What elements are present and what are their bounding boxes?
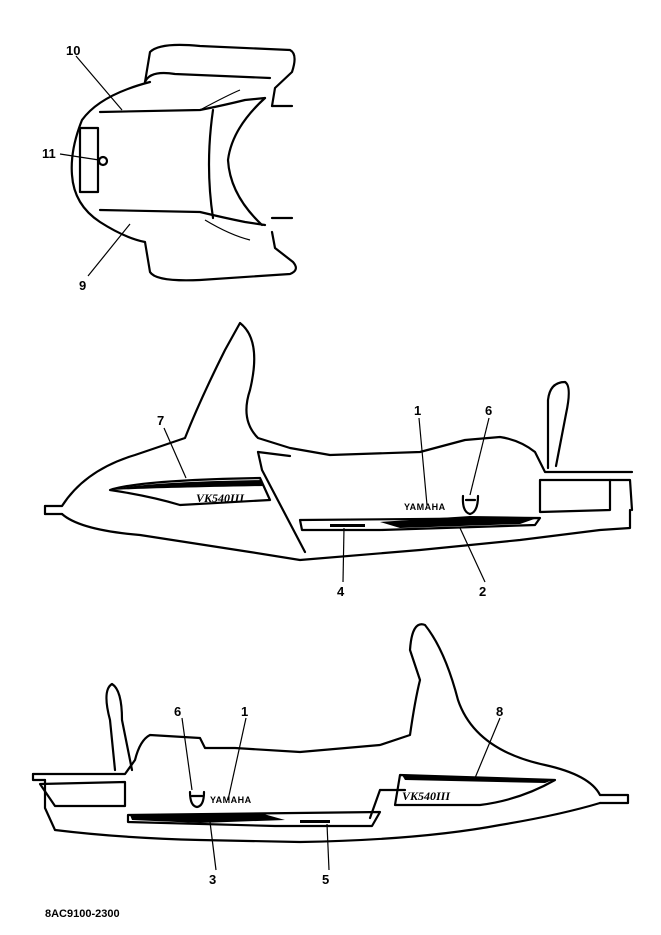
brand-decal-right: YAMAHA bbox=[404, 502, 446, 512]
callout-7: 7 bbox=[157, 413, 164, 428]
callout-5: 5 bbox=[322, 872, 329, 887]
callout-2: 2 bbox=[479, 584, 486, 599]
callout-6-right: 6 bbox=[485, 403, 492, 418]
callout-1-left: 1 bbox=[241, 704, 248, 719]
callout-6-left: 6 bbox=[174, 704, 181, 719]
callout-1-right: 1 bbox=[414, 403, 421, 418]
diagram-code: 8AC9100-2300 bbox=[45, 908, 120, 920]
top-view-hood bbox=[59, 43, 297, 282]
brand-decal-left: YAMAHA bbox=[210, 795, 252, 805]
callout-9: 9 bbox=[79, 278, 86, 293]
callout-11: 11 bbox=[42, 146, 56, 161]
model-decal-right: VK540III bbox=[196, 491, 245, 505]
side-view-left bbox=[31, 623, 630, 871]
callout-10: 10 bbox=[66, 43, 80, 58]
callout-8: 8 bbox=[496, 704, 503, 719]
side-view-right bbox=[43, 321, 634, 583]
model-decal-left: VK540III bbox=[402, 789, 451, 803]
callout-3: 3 bbox=[209, 872, 216, 887]
callout-4: 4 bbox=[337, 584, 345, 599]
